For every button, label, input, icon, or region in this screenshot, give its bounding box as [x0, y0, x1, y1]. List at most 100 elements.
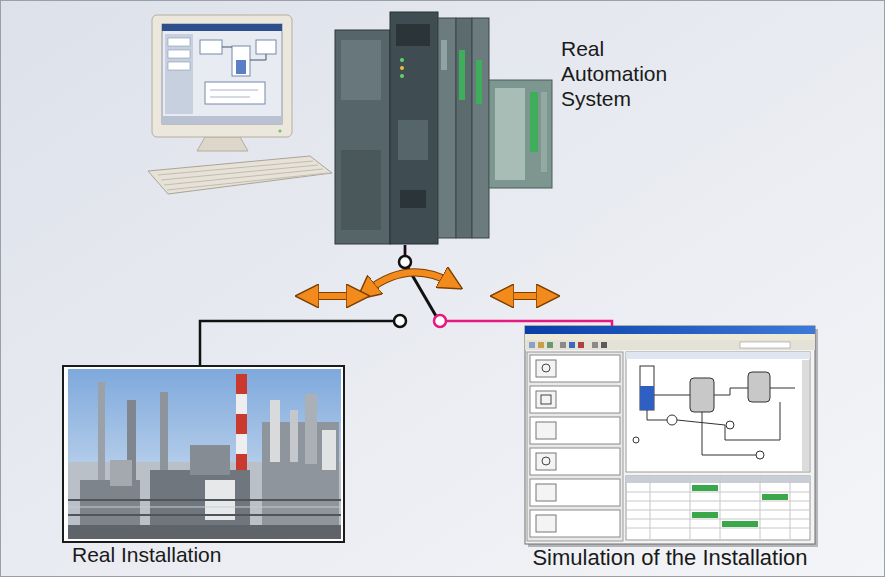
simulation-window — [690, 378, 714, 412]
simulation-window — [536, 453, 556, 470]
refinery-photo — [68, 369, 341, 539]
simulation-window — [740, 342, 790, 348]
keyboard — [167, 173, 328, 190]
real-installation-photo: Real Installation — [62, 365, 345, 543]
simulation-window — [690, 476, 691, 540]
simulation-window — [525, 326, 815, 334]
simulation-window — [541, 395, 551, 404]
computer-monitor — [200, 40, 222, 54]
computer-monitor — [162, 116, 282, 124]
refinery-photo — [68, 507, 341, 508]
computer-monitor — [222, 47, 232, 48]
refinery-photo — [64, 367, 343, 541]
simulation-window — [536, 515, 556, 532]
simulation-window — [770, 388, 795, 389]
plc-rack — [341, 150, 381, 230]
switch-arrow — [366, 272, 452, 292]
plc-rack — [390, 12, 438, 244]
computer-monitor — [162, 24, 282, 31]
plc-rack — [441, 40, 447, 70]
computer-monitor — [256, 40, 276, 54]
node-label: Real Installation — [72, 543, 221, 567]
plc-rack — [400, 74, 404, 78]
simulation-window — [726, 421, 734, 429]
simulation-window — [626, 519, 810, 520]
plc-rack — [341, 40, 381, 100]
simulation-window — [569, 342, 575, 348]
simulation-window — [790, 476, 791, 540]
refinery-photo — [305, 394, 317, 464]
simulation-window — [633, 437, 639, 443]
computer-monitor — [168, 50, 190, 58]
computer-monitor — [162, 24, 282, 124]
simulation-window — [756, 451, 764, 459]
simulation-window — [538, 342, 544, 348]
keyboard — [148, 156, 332, 194]
computer-monitor — [168, 38, 190, 46]
simulation-window — [530, 510, 620, 537]
computer-monitor — [152, 15, 292, 137]
simulation-window — [626, 352, 810, 472]
simulation-window — [542, 364, 550, 372]
simulation-window — [647, 410, 667, 420]
simulation-window — [626, 492, 810, 493]
plc-rack — [438, 18, 456, 238]
switch-contacts — [394, 315, 406, 327]
switch-contacts — [434, 315, 446, 327]
simulation-window — [530, 386, 620, 413]
refinery-photo — [68, 499, 341, 501]
simulation-window — [527, 352, 623, 541]
plc-rack — [396, 24, 430, 46]
simulation-window — [626, 528, 810, 529]
simulation-window — [722, 521, 758, 527]
simulation-window — [626, 510, 810, 511]
data-exchange-arrow — [307, 293, 358, 299]
simulation-window — [640, 366, 654, 410]
refinery-photo — [270, 400, 280, 462]
label-box: Simulation of the Installation — [532, 546, 807, 570]
refinery-photo — [68, 369, 341, 539]
simulation-window — [542, 457, 550, 465]
computer-monitor — [205, 82, 265, 104]
keyboard — [164, 169, 323, 185]
simulation-window — [529, 342, 535, 348]
data-exchange-arrow — [502, 293, 548, 299]
computer-monitor — [250, 54, 266, 60]
computer-monitor — [210, 90, 258, 91]
simulation-window — [720, 476, 721, 540]
simulation-window — [802, 360, 809, 471]
simulation-window — [525, 326, 815, 544]
io-module — [489, 80, 552, 188]
io-module — [541, 92, 547, 172]
simulation-window — [692, 485, 718, 491]
label-box: Real Installation — [72, 543, 221, 567]
simulation-window — [530, 417, 620, 444]
computer-monitor — [197, 137, 248, 151]
data-exchange-arrow — [307, 292, 358, 300]
simulation-window — [530, 448, 620, 475]
data-exchange-arrow — [502, 292, 548, 300]
refinery-photo — [160, 392, 168, 482]
refinery-photo — [236, 414, 247, 434]
simulation-window — [525, 326, 818, 547]
simulation-window — [714, 388, 748, 395]
plc-rack — [400, 66, 404, 70]
simulation-window — [601, 342, 607, 348]
plc-rack — [335, 12, 489, 244]
io-module — [489, 80, 552, 188]
simulation-window — [536, 391, 556, 408]
plc-rack — [398, 120, 428, 160]
simulation-window — [525, 340, 815, 350]
refinery-photo — [236, 434, 247, 454]
refinery-photo — [68, 514, 341, 516]
refinery-photo — [236, 394, 247, 414]
simulation-window — [762, 494, 788, 500]
plc-rack — [472, 18, 489, 238]
automation-system: Real Automation System — [330, 10, 555, 245]
simulation-window — [560, 342, 566, 348]
computer-monitor — [152, 15, 292, 151]
simulation-window — [626, 476, 810, 483]
